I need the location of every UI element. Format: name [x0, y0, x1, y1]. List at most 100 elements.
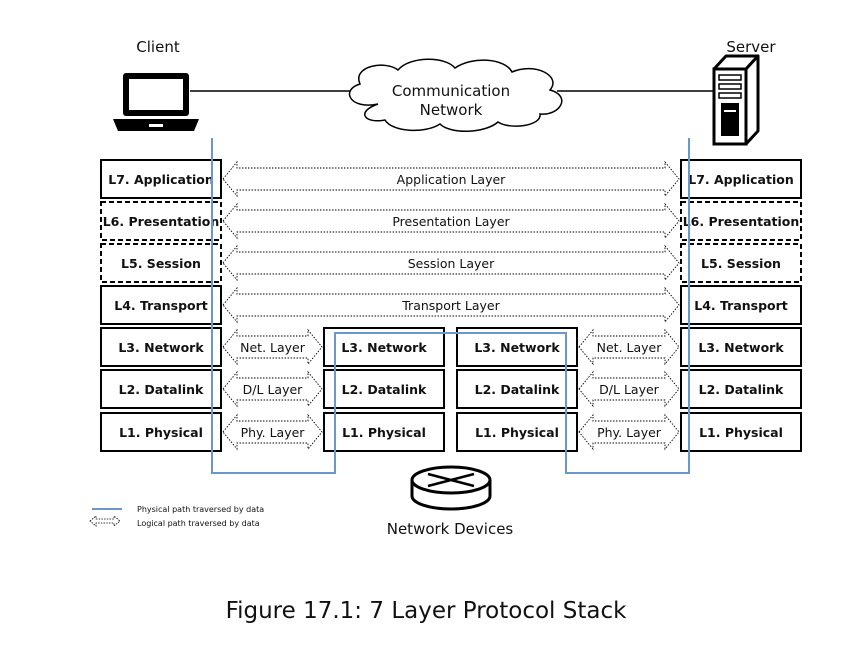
- server-icon: [712, 54, 760, 146]
- layer-label: L6. Presentation: [683, 214, 800, 229]
- network-devices-label: Network Devices: [387, 520, 514, 538]
- logical-arrow: Phy. Layer: [578, 413, 680, 451]
- logical-arrow: Phy. Layer: [222, 413, 323, 451]
- layer-box-frame: [100, 201, 222, 241]
- layer-box: L3. Network: [323, 327, 445, 367]
- layer-box-frame: [680, 159, 802, 199]
- layer-box: L1. Physical: [456, 412, 578, 452]
- logical-arrow-shape: [222, 244, 680, 282]
- logical-arrow-label: Presentation Layer: [392, 214, 510, 229]
- layer-box-frame: [680, 243, 802, 283]
- logical-arrow-label: Net. Layer: [597, 340, 663, 355]
- legend-physical-label: Physical path traversed by data: [137, 505, 264, 514]
- layer-box: L3. Network: [456, 327, 578, 367]
- cloud-label-line2: Network: [420, 101, 483, 119]
- layer-label: L2. Datalink: [342, 382, 427, 397]
- logical-arrow: D/L Layer: [222, 370, 323, 408]
- logical-arrow-label: Application Layer: [397, 172, 507, 187]
- logical-arrow-label: Transport Layer: [401, 298, 500, 313]
- logical-arrow-shape: [578, 413, 680, 451]
- layer-box: L7. Application: [100, 159, 222, 199]
- laptop-icon: [113, 73, 199, 131]
- legend-logical-label: Logical path traversed by data: [137, 519, 260, 528]
- layer-label: L1. Physical: [342, 425, 426, 440]
- logical-arrow-shape: [222, 413, 323, 451]
- logical-arrow-shape: [222, 286, 680, 324]
- layer-label: L7. Application: [688, 172, 794, 187]
- layer-box-frame: [456, 412, 578, 452]
- logical-arrow-shape: [222, 202, 680, 240]
- layer-box-frame: [456, 327, 578, 367]
- layer-label: L4. Transport: [694, 298, 788, 313]
- logical-arrow-shape: [222, 370, 323, 408]
- layer-box-frame: [100, 369, 222, 409]
- logical-arrow: Presentation Layer: [222, 202, 680, 240]
- legend-logical-swatch: [89, 515, 121, 527]
- layer-label: L4. Transport: [114, 298, 208, 313]
- layer-label: L6. Presentation: [103, 214, 220, 229]
- layer-box-frame: [100, 412, 222, 452]
- logical-arrow-shape: [222, 328, 323, 366]
- layer-label: L2. Datalink: [699, 382, 784, 397]
- layer-label: L5. Session: [121, 256, 201, 271]
- layer-box-frame: [323, 327, 445, 367]
- server-label: Server: [726, 38, 776, 56]
- layer-label: L1. Physical: [699, 425, 783, 440]
- layer-label: L3. Network: [341, 340, 427, 355]
- layer-box: L6. Presentation: [680, 201, 802, 241]
- logical-arrow: Session Layer: [222, 244, 680, 282]
- layer-box-frame: [100, 327, 222, 367]
- layer-box-frame: [680, 369, 802, 409]
- client-label: Client: [136, 38, 180, 56]
- physical-path-line: [211, 138, 690, 474]
- layer-box-frame: [680, 327, 802, 367]
- logical-arrow: D/L Layer: [578, 370, 680, 408]
- layer-box: L3. Network: [100, 327, 222, 367]
- layer-label: L7. Application: [108, 172, 214, 187]
- logical-arrow-shape: [578, 328, 680, 366]
- layer-box: L1. Physical: [100, 412, 222, 452]
- layer-label: L2. Datalink: [119, 382, 204, 397]
- layer-box: L4. Transport: [100, 285, 222, 325]
- logical-arrow: Transport Layer: [222, 286, 680, 324]
- layer-box-frame: [100, 243, 222, 283]
- legend: Physical path traversed by data Logical …: [89, 505, 264, 528]
- layer-box: L3. Network: [680, 327, 802, 367]
- layer-box-frame: [456, 369, 578, 409]
- layer-label: L3. Network: [118, 340, 204, 355]
- layer-box-frame: [680, 285, 802, 325]
- logical-arrow-label: D/L Layer: [243, 382, 303, 397]
- layer-box-frame: [323, 412, 445, 452]
- logical-arrow-label: Session Layer: [408, 256, 495, 271]
- logical-arrow-shape: [578, 370, 680, 408]
- layer-box: L6. Presentation: [100, 201, 222, 241]
- cloud-label-line1: Communication: [392, 82, 510, 100]
- logical-arrow-label: D/L Layer: [599, 382, 659, 397]
- layer-box: L2. Datalink: [680, 369, 802, 409]
- layer-label: L5. Session: [701, 256, 781, 271]
- logical-arrow-label: Phy. Layer: [597, 425, 662, 440]
- layer-box: L5. Session: [680, 243, 802, 283]
- figure-caption: Figure 17.1: 7 Layer Protocol Stack: [225, 598, 627, 624]
- logical-arrow: Net. Layer: [222, 328, 323, 366]
- layer-box: L2. Datalink: [456, 369, 578, 409]
- logical-arrow-shape: [222, 160, 680, 198]
- layer-box: L5. Session: [100, 243, 222, 283]
- layer-label: L1. Physical: [475, 425, 559, 440]
- logical-arrow-label: Phy. Layer: [241, 425, 306, 440]
- layer-label: L1. Physical: [119, 425, 203, 440]
- layer-box: L2. Datalink: [323, 369, 445, 409]
- layer-box-frame: [100, 285, 222, 325]
- layer-box-frame: [680, 412, 802, 452]
- layer-box: L7. Application: [680, 159, 802, 199]
- layer-box-frame: [680, 201, 802, 241]
- communication-network-cloud: Communication Network: [348, 58, 563, 132]
- layer-box: L1. Physical: [680, 412, 802, 452]
